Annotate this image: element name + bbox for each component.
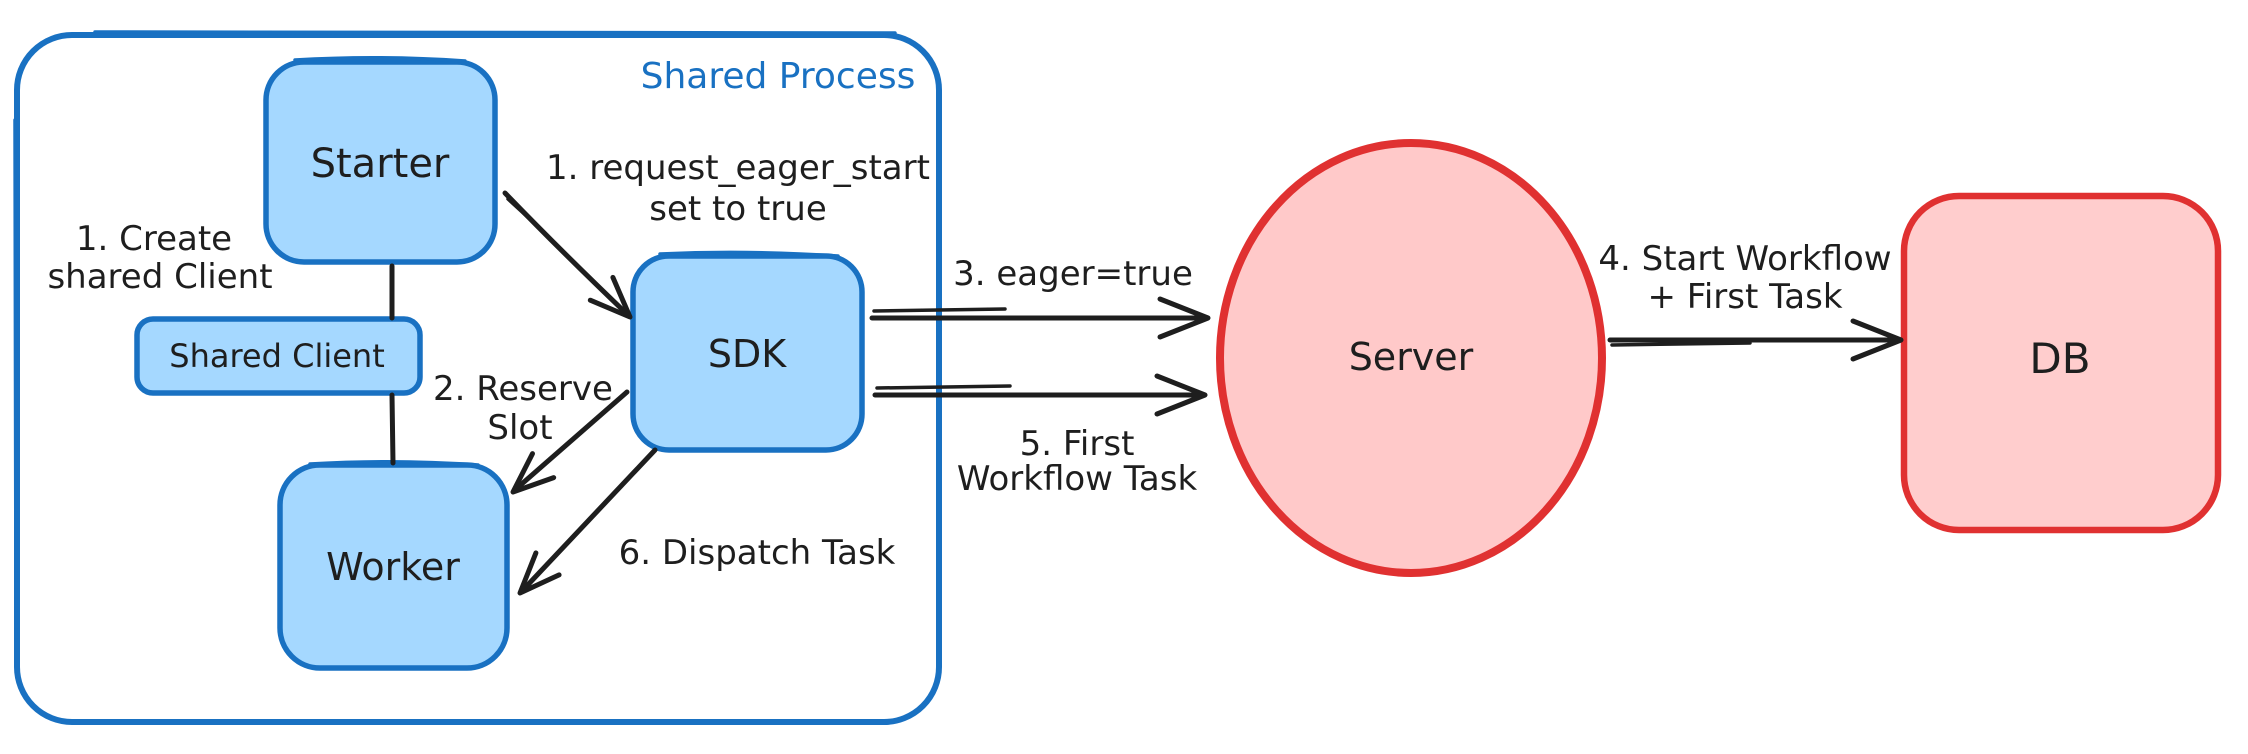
arrow-request-eager-start <box>502 190 633 320</box>
annotation-line: 3. eager=true <box>953 254 1193 294</box>
server-circle <box>1216 139 1606 577</box>
db-label: DB <box>2029 334 2090 383</box>
annotation-line: 1. request_eager_start <box>546 148 930 188</box>
annotation-first-workflow-task: 5. First Workflow Task <box>957 424 1198 499</box>
annotation-start-workflow: 4. Start Workflow + First Task <box>1598 239 1891 317</box>
starter-box <box>263 59 498 265</box>
shared-client-node: Shared Client <box>134 316 423 396</box>
annotation-line: + First Task <box>1647 277 1842 317</box>
shared-client-label: Shared Client <box>169 337 384 375</box>
arrow-shaft <box>513 389 630 492</box>
annotation-line: Workflow Task <box>957 459 1198 499</box>
sdk-overdraw <box>658 250 840 258</box>
arrow-overdraw <box>875 384 1012 390</box>
sdk-node: SDK <box>630 250 865 453</box>
db-node: DB <box>1900 192 2222 534</box>
annotation-line: 1. Create <box>76 219 232 259</box>
arrow-head <box>1154 373 1208 417</box>
arrow-dispatch-task <box>517 447 658 596</box>
annotation-request-eager-start: 1. request_eager_start set to true <box>546 148 930 229</box>
sdk-label: SDK <box>708 332 787 376</box>
arrow-start-workflow <box>1607 318 1904 362</box>
annotation-reserve-slot: 2. Reserve Slot <box>433 369 613 448</box>
annotation-line: 6. Dispatch Task <box>619 533 896 573</box>
arrow-head <box>1850 318 1904 362</box>
server-node: Server <box>1216 139 1606 577</box>
connector-shared-client-worker <box>389 392 396 466</box>
starter-node: Starter <box>263 55 498 265</box>
annotation-line: 5. First <box>1020 424 1135 464</box>
arrow-overdraw <box>872 307 1007 313</box>
shared-process-label: Shared Process <box>641 56 916 97</box>
arrow-head <box>510 451 557 495</box>
annotation-dispatch-task: 6. Dispatch Task <box>619 533 896 573</box>
worker-node: Worker <box>277 459 510 671</box>
arrow-eager-true <box>869 296 1211 340</box>
frame-overdraw-top <box>93 30 897 35</box>
sdk-box <box>630 253 865 453</box>
arrow-head <box>517 550 562 596</box>
arrow-reserve-slot <box>510 389 630 495</box>
shared-process-group: Shared Process <box>13 30 942 725</box>
annotation-line: Slot <box>487 408 552 448</box>
annotation-line: 2. Reserve <box>433 369 613 409</box>
annotation-create-shared-client: 1. Create shared Client <box>47 219 272 297</box>
frame-overdraw-left <box>13 118 18 642</box>
shared-client-box <box>134 316 423 396</box>
db-box <box>1900 192 2222 534</box>
annotation-line: shared Client <box>47 257 272 297</box>
annotation-line: set to true <box>649 189 827 229</box>
starter-overdraw <box>293 55 467 63</box>
annotation-eager-true: 3. eager=true <box>953 254 1193 294</box>
arrow-first-workflow-task <box>872 373 1208 417</box>
server-label: Server <box>1349 335 1474 379</box>
annotation-line: 4. Start Workflow <box>1598 239 1891 279</box>
worker-label: Worker <box>326 545 460 589</box>
arrow-head <box>587 274 633 320</box>
arrow-shaft <box>520 447 658 593</box>
arrow-overdraw <box>1610 341 1752 347</box>
arrow-overdraw <box>506 197 547 235</box>
starter-label: Starter <box>311 141 450 187</box>
arrow-head <box>1157 296 1211 340</box>
